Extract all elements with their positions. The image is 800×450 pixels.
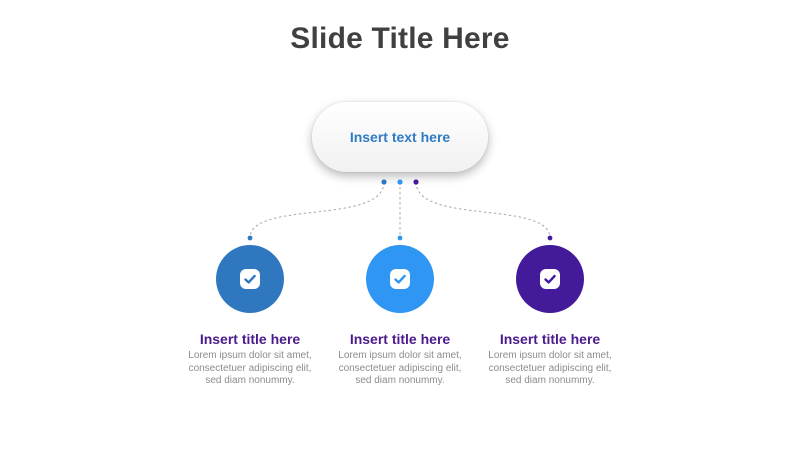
connector-dot-bottom-center (397, 235, 403, 241)
node-3: Insert title here Lorem ipsum dolor sit … (480, 245, 620, 388)
node-2: Insert title here Lorem ipsum dolor sit … (330, 245, 470, 388)
node-body: Lorem ipsum dolor sit amet, consectetuer… (480, 350, 620, 388)
node-body-line: consectetuer adipiscing elit, (188, 362, 312, 374)
node-body-line: consectetuer adipiscing elit, (488, 362, 612, 374)
node-body: Lorem ipsum dolor sit amet, consectetuer… (180, 350, 320, 388)
node-circle[interactable] (216, 245, 284, 313)
node-body-line: consectetuer adipiscing elit, (338, 362, 462, 374)
node-circle[interactable] (366, 245, 434, 313)
node-title: Insert title here (349, 331, 451, 347)
node-title: Insert title here (199, 331, 301, 347)
node-body-line: Lorem ipsum dolor sit amet, (338, 350, 462, 361)
node-circle[interactable] (516, 245, 584, 313)
node-title: Insert title here (499, 331, 601, 347)
connector-right (415, 181, 551, 239)
node-body: Lorem ipsum dolor sit amet, consectetuer… (330, 350, 470, 388)
node-body-line: sed diam nonummy. (355, 375, 445, 386)
connector-dot-top-left (381, 179, 387, 185)
connector-dot-top-right (413, 179, 419, 185)
top-text-box-label: Insert text here (349, 129, 451, 145)
connector-dot-bottom-right (547, 235, 553, 241)
check-badge-icon (540, 269, 560, 289)
check-badge-icon (240, 269, 260, 289)
node-1: Insert title here Lorem ipsum dolor sit … (180, 245, 320, 388)
node-body-line: Lorem ipsum dolor sit amet, (488, 350, 612, 361)
connector-dot-top-center (397, 179, 403, 185)
slide-title: Slide Title Here (290, 22, 510, 55)
connector-left (249, 181, 385, 239)
top-text-box[interactable]: Insert text here (312, 102, 488, 172)
node-body-line: Lorem ipsum dolor sit amet, (188, 350, 312, 361)
node-body-line: sed diam nonummy. (205, 375, 295, 386)
node-body-line: sed diam nonummy. (505, 375, 595, 386)
check-badge-icon (390, 269, 410, 289)
connector-dot-bottom-left (247, 235, 253, 241)
